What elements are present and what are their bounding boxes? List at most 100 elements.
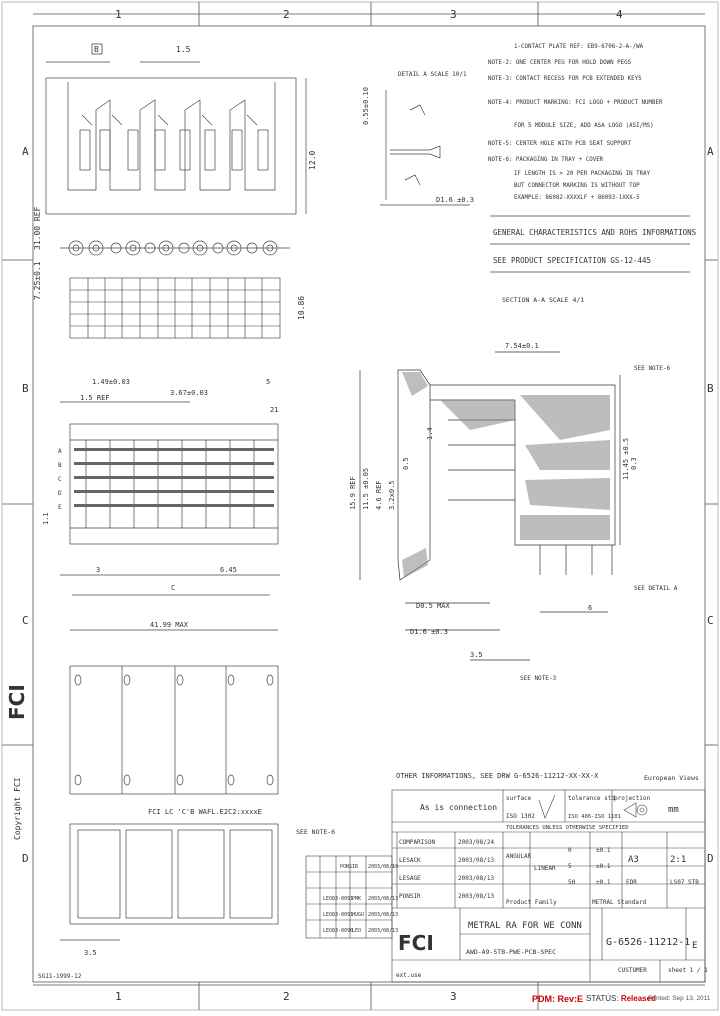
rev-row-3-name: HUGU xyxy=(352,912,364,918)
finish-label: EDR xyxy=(626,879,637,886)
zone-col-3-bottom: 3 xyxy=(450,990,457,1003)
pin-circle-row xyxy=(60,240,290,256)
status-text: STATUS: Released xyxy=(586,994,656,1003)
note-4b: FOR 5 MODULE SIZE, ADD ASA LOGO (ASI/MS) xyxy=(514,123,654,129)
dim-4-6-ref: 4.6 REF xyxy=(375,480,383,510)
rev-row-4-eco: LEO83-0090 xyxy=(323,928,353,934)
product-family: METRAL Standard xyxy=(592,899,647,906)
dim-11-45: 11.45 ±0.5 xyxy=(622,438,630,480)
product-marking-code: FCI LC 'C'B WAFL.E2C2:xxxxE xyxy=(148,808,262,816)
dim-1-5: 1.5 xyxy=(176,45,191,54)
note-4: NOTE-4: PRODUCT MARKING: FCI LOGO + PROD… xyxy=(488,100,663,106)
sheet-size: A3 xyxy=(628,855,639,865)
dim-7-25: 7.25±0.1 xyxy=(33,261,42,300)
rev-row-2-date: 2003/08/13 xyxy=(368,896,398,902)
bottom-view xyxy=(60,629,279,941)
pin-grid xyxy=(69,277,281,339)
top-view-pin-dots xyxy=(74,448,274,507)
note-5: NOTE-5: CENTER HOLE WITH PCB SEAT SUPPOR… xyxy=(488,141,632,147)
dim-1-49: 1.49±0.03 xyxy=(92,378,130,386)
drawing-number: G-6526-11212-1 xyxy=(606,937,690,948)
ext-use: ext.use xyxy=(396,972,422,979)
other-info: OTHER INFORMATIONS, SEE DRW G-6526-11212… xyxy=(396,772,599,780)
note-6: NOTE-6: PACKAGING IN TRAY + COVER xyxy=(488,157,604,163)
tol-1: 5 xyxy=(568,863,572,870)
bottom-left-code: SG11-1999-12 xyxy=(38,973,82,980)
zone-labels: 1 2 3 4 1 2 3 A B C D A B C D xyxy=(22,8,714,1003)
detail-a-dim-1-6: D1.6 ±0.3 xyxy=(436,196,474,204)
zone-row-d-right: D xyxy=(707,852,714,865)
rev-row-2-name: PMK xyxy=(352,896,361,902)
zone-col-3: 3 xyxy=(450,8,457,21)
european-views: European Views xyxy=(644,774,699,782)
section-hatching xyxy=(402,372,610,578)
date-chk: 2003/08/13 xyxy=(458,875,495,882)
tolerance-value: ISO 406-ISO 1101 xyxy=(568,814,621,820)
tol-1-val: ±0.1 xyxy=(596,863,611,870)
sheet-number: sheet 1 / 1 xyxy=(668,967,708,974)
zone-row-a: A xyxy=(22,145,29,158)
section-see-note-6: SEE NOTE-6 xyxy=(634,365,671,372)
dim-10-86: 10.86 xyxy=(297,296,306,320)
detail-a-dim-055: 0.55±0.10 xyxy=(362,87,370,125)
material-label: As is connection xyxy=(420,803,497,812)
detail-a-title: DETAIL A SCALE 10/1 xyxy=(398,71,467,78)
projection-label: projection xyxy=(614,795,651,802)
surface-label: surface xyxy=(506,795,532,802)
tolerances-note: TOLERANCES UNLESS OTHERWISE SPECIFIED xyxy=(506,825,629,831)
dim-1-6: D1.6 ±0.3 xyxy=(410,628,448,636)
footer-bar: PDM: Rev:E STATUS: Released Printed: Sep… xyxy=(0,992,720,1010)
dim-41-99-max: 41.99 MAX xyxy=(150,621,189,629)
date-apd: 2003/08/13 xyxy=(458,893,495,900)
dim-3-67: 3.67±0.03 xyxy=(170,389,208,397)
rev-row-0-date: 2003/08/13 xyxy=(368,864,398,870)
top-view-row-letters: A B C D E xyxy=(58,448,62,511)
tolerance-label: tolerance std xyxy=(568,795,615,802)
scale-value: 2:1 xyxy=(670,855,686,865)
dim-15-9-ref: 15.9 REF xyxy=(349,476,357,510)
dim-0-3: 0.3 xyxy=(630,457,638,470)
section-view xyxy=(359,351,621,661)
linear-label: LINEAR xyxy=(534,865,556,872)
drawing-subtitle: AWD-A9-5TB-PWE-PCB-SPEC xyxy=(466,948,556,956)
dim-12-0: 12.0 xyxy=(308,151,317,170)
pdm-revision: PDM: Rev:E xyxy=(532,994,584,1004)
role-chk: LESAGE xyxy=(399,875,421,882)
rev-row-4-date: 2003/08/13 xyxy=(368,928,398,934)
tol-0: 0 xyxy=(568,847,572,854)
fci-side-logo: FCI xyxy=(5,684,29,720)
dim-dia-max: D0.5 MAX xyxy=(416,602,451,610)
tol-0-val: ±0.1 xyxy=(596,847,611,854)
product-spec-ref: SEE PRODUCT SPECIFICATION GS-12-445 xyxy=(493,256,651,265)
see-detail-a: SEE DETAIL A xyxy=(634,585,678,592)
customer-label: CUSTOMER xyxy=(618,967,647,974)
dim-1-1: 1.1 xyxy=(42,512,50,525)
rev-row-3-eco: LEO83-0091 xyxy=(323,912,353,918)
note-1: 1-CONTACT PLATE REF: EB9-6706-2-A-/WA xyxy=(514,44,644,50)
angular-label: ANGULAR xyxy=(506,853,532,860)
note-6c: BUT CONNECTOR MARKING IS WITHOUT TOP xyxy=(514,183,640,189)
dim-3-2x0-5: 3.2x0.5 xyxy=(388,480,396,510)
zone-row-c-right: C xyxy=(707,614,714,627)
surface-value: ISO 1302 xyxy=(506,813,535,820)
date-eng: 2003/08/13 xyxy=(458,857,495,864)
status-label: STATUS: xyxy=(586,994,619,1003)
drawing-title: METRAL RA FOR WE CONN xyxy=(468,921,582,931)
dim-7-54: 7.54±0.1 xyxy=(505,342,539,350)
notes-block: 1-CONTACT PLATE REF: EB9-6706-2-A-/WA NO… xyxy=(488,44,663,201)
row-letter-e: E xyxy=(58,504,62,511)
note-2: NOTE-2: ONE CENTER PEG FOR HOLD DOWN PEG… xyxy=(488,60,632,66)
tol-2: 50 xyxy=(568,879,576,886)
zone-row-c: C xyxy=(22,614,29,627)
dim-3: 3 xyxy=(96,566,100,574)
side-copyright: Copyright FCI xyxy=(13,777,22,840)
row-letter-b: B xyxy=(58,462,62,469)
dim-6: 6 xyxy=(588,604,592,612)
rev-row-2-eco: LEO83-0091 xyxy=(323,896,353,902)
zone-col-2: 2 xyxy=(283,8,290,21)
dim-c: C xyxy=(171,584,175,592)
dim-31-00-ref: 31.00 REF xyxy=(33,206,42,250)
rev-row-3-date: 2003/08/13 xyxy=(368,912,398,918)
